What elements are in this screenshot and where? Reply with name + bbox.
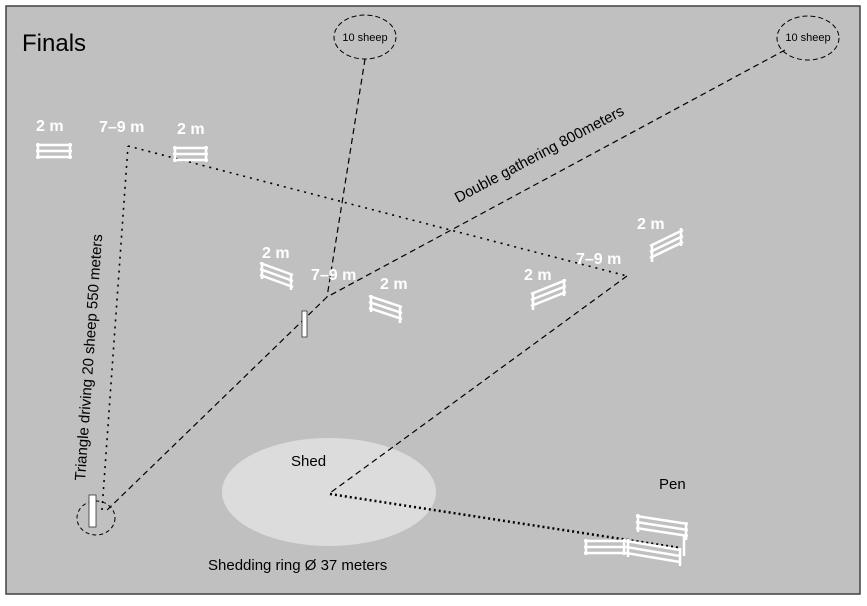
outrun-line-right bbox=[326, 49, 786, 298]
diagram-title: Finals bbox=[22, 30, 86, 57]
gate-right-left bbox=[530, 278, 567, 310]
gathering-lines bbox=[104, 49, 786, 513]
shedding-ring-label: Shedding ring Ø 37 meters bbox=[208, 557, 387, 574]
drive-leg-one bbox=[101, 145, 129, 511]
sheep-release-right bbox=[776, 15, 840, 61]
sheep-release-right-label: 10 sheep bbox=[785, 32, 830, 44]
distance-label: 2 m bbox=[262, 245, 290, 262]
distance-label: 2 m bbox=[637, 216, 665, 233]
outrun-line-left bbox=[326, 58, 366, 298]
gate-mid-right bbox=[368, 294, 403, 323]
distance-label: 2 m bbox=[177, 121, 205, 138]
fetch-to-post-line bbox=[104, 296, 328, 513]
drive-leg-two bbox=[127, 145, 628, 277]
gate-right-far bbox=[649, 228, 684, 262]
pen-label: Pen bbox=[659, 476, 686, 493]
gate-mid-left bbox=[259, 261, 294, 290]
gate-top bbox=[173, 146, 208, 162]
driving-post bbox=[88, 494, 97, 528]
distance-label: 7–9 m bbox=[99, 119, 144, 136]
cross-to-ring-line bbox=[329, 275, 628, 494]
distance-label: 2 m bbox=[524, 267, 552, 284]
fetch-post bbox=[301, 310, 308, 338]
pen-fences bbox=[584, 514, 689, 566]
distance-label: 7–9 m bbox=[576, 251, 621, 268]
shed-label: Shed bbox=[291, 453, 326, 470]
distance-label: 2 m bbox=[380, 276, 408, 293]
shed-to-pen-line bbox=[329, 492, 681, 550]
field-background bbox=[5, 5, 861, 595]
distance-label: 2 m bbox=[36, 118, 64, 135]
gate-top-far-left bbox=[36, 143, 72, 159]
shedding-ring bbox=[222, 438, 436, 546]
sheep-release-left-label: 10 sheep bbox=[342, 32, 387, 44]
distance-label: 7–9 m bbox=[311, 267, 356, 284]
driving-lines bbox=[101, 145, 628, 511]
